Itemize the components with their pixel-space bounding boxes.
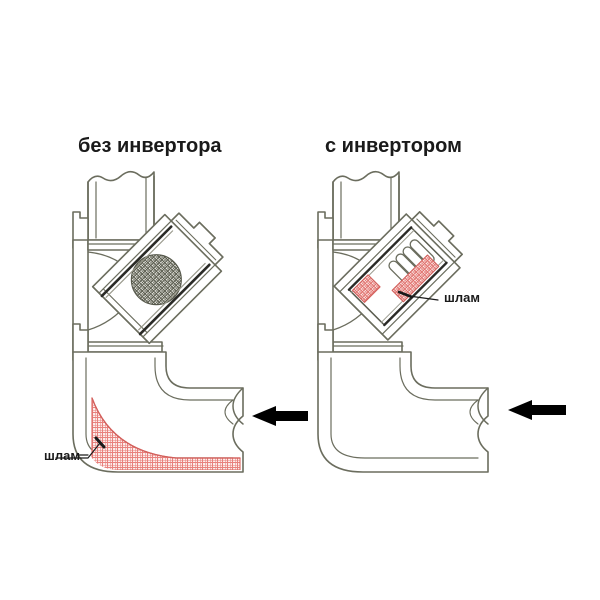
right-vertical-inlet-pipe xyxy=(332,170,400,241)
left-sludge-leader-line xyxy=(55,436,106,459)
panel-left-sludge-label: шлам xyxy=(44,448,80,463)
right-elbow-outlet xyxy=(317,351,489,473)
inverter-sludge-lower xyxy=(391,254,440,303)
right-branch-45deg-with-inverter xyxy=(333,211,463,341)
inverter-sludge-upper xyxy=(351,274,381,303)
flow-arrow-left-panel xyxy=(252,406,308,426)
left-mesh-screen-icon xyxy=(130,254,182,306)
right-sludge-leader-line xyxy=(397,290,439,301)
left-elbow-outlet xyxy=(72,351,244,473)
inverter-cartridge xyxy=(347,226,448,327)
left-vertical-inlet-pipe xyxy=(87,170,155,241)
panel-left-title: без инвертора xyxy=(78,135,222,157)
panel-right-title: с инвертором xyxy=(325,135,462,157)
flow-arrow-right-panel xyxy=(508,400,566,420)
panel-left-pipe-assembly xyxy=(55,170,244,473)
left-branch-45deg xyxy=(91,212,224,345)
panel-right-pipe-assembly xyxy=(317,170,489,473)
panel-right-sludge-label: шлам xyxy=(444,290,480,305)
